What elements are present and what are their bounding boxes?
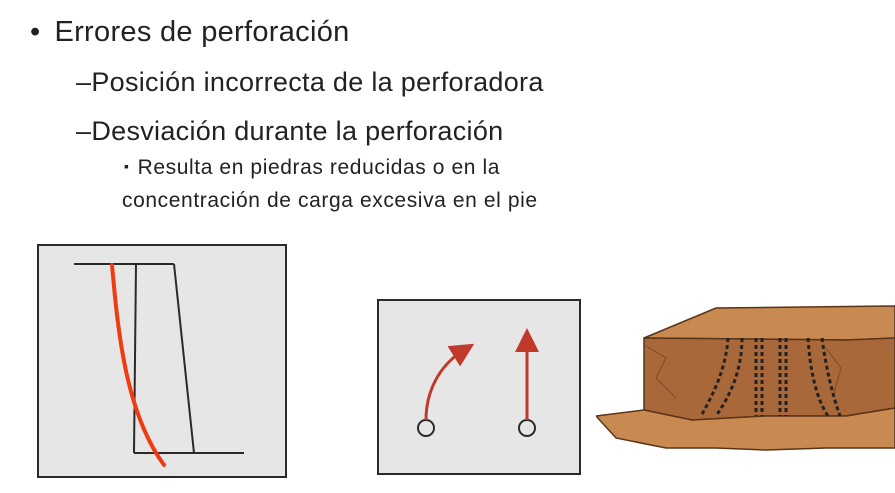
main-bullet-text: Errores de perforación — [54, 16, 350, 48]
sub-sub-item-line2: concentración de carga excesiva en el pi… — [122, 189, 538, 213]
planned-hole-right-edge — [173, 263, 195, 454]
planned-hole-left-edge — [133, 263, 137, 454]
sub-sub-item-line2-text: concentración de carga excesiva en el pi… — [122, 189, 538, 212]
sub-sub-item-line1: ▪ Resulta en piedras reducidas o en la — [124, 156, 500, 180]
bench-front-face — [643, 337, 895, 421]
bench-top-surface — [643, 305, 895, 341]
curved-deviation-arrow — [424, 343, 475, 421]
bullet-glyph: • — [30, 16, 41, 48]
main-bullet: • Errores de perforación — [30, 16, 350, 49]
drill-hole-curved-2 — [714, 337, 744, 417]
drill-hole-curved-4 — [820, 337, 842, 417]
dash-glyph: – — [76, 67, 92, 97]
small-bullet-glyph: ▪ — [124, 158, 130, 174]
bench-toe — [596, 407, 895, 451]
sub-item-deviation-text: Desviación durante la perforación — [91, 116, 504, 146]
deviated-drill-path — [110, 263, 166, 467]
sub-sub-item-line1-text: Resulta en piedras reducidas o en la — [137, 156, 501, 179]
rock-bench-illustration — [596, 305, 895, 451]
drill-hole-curved-1 — [699, 337, 730, 417]
sub-item-position: –Posición incorrecta de la perforadora — [76, 67, 544, 98]
dash-glyph: – — [76, 116, 92, 146]
sub-item-deviation: –Desviación durante la perforación — [76, 116, 503, 147]
deviation-panel — [37, 244, 287, 478]
deviation-diagram — [37, 244, 287, 478]
rock-crack — [825, 347, 842, 394]
sub-item-position-text: Posición incorrecta de la perforadora — [91, 67, 544, 97]
drill-hole-curved-3 — [806, 337, 830, 417]
hole-positions-diagram — [377, 299, 581, 475]
rock-crack — [645, 345, 677, 399]
hole-positions-panel — [377, 299, 581, 475]
